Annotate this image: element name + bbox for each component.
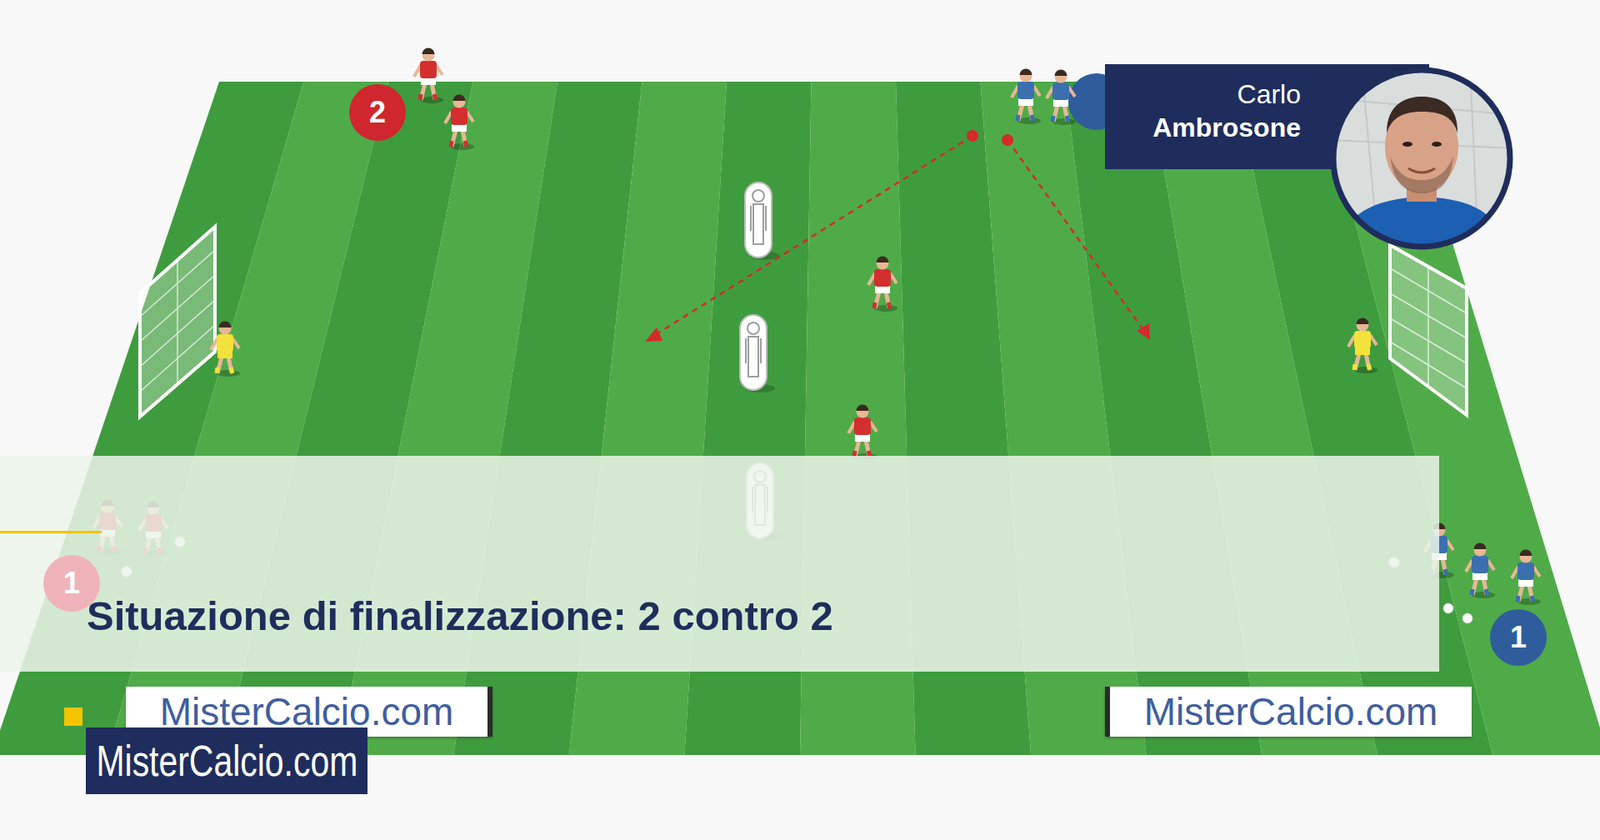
brand-text: MisterCalcio.com — [1144, 689, 1439, 735]
photo-beard — [1390, 156, 1454, 194]
player — [210, 321, 240, 378]
player — [1046, 70, 1076, 125]
callout-number: 1 — [1490, 609, 1547, 666]
banner: MisterCalcio.com — [1105, 686, 1472, 737]
author-last-name: Ambrosone — [1121, 114, 1301, 141]
callout-number: 1 — [43, 555, 100, 612]
player — [1511, 550, 1541, 606]
goal-net — [140, 226, 215, 392]
ball-dot — [1001, 134, 1014, 146]
player — [445, 95, 475, 150]
goal — [140, 226, 215, 417]
player — [1465, 543, 1495, 600]
logo: MisterCalcio.com — [85, 727, 368, 795]
callout-number-text: 2 — [369, 95, 386, 130]
player — [848, 405, 878, 460]
author-photo — [1328, 65, 1515, 252]
brand-text: MisterCalcio.com — [95, 735, 358, 786]
callout-number: 2 — [349, 84, 406, 141]
ball-dot — [966, 130, 979, 142]
ball — [1462, 613, 1473, 624]
author-first-name: Carlo — [1121, 80, 1301, 108]
photo-mouth — [1408, 168, 1435, 173]
photo-hair — [1386, 96, 1458, 134]
title-band — [0, 455, 1440, 672]
mannequin — [745, 182, 780, 260]
accent-square — [64, 707, 83, 726]
player — [1348, 318, 1378, 375]
callout-number-text: 1 — [63, 565, 80, 601]
dashed-arrow — [655, 135, 973, 335]
photo-eye — [1431, 141, 1442, 147]
player — [1011, 69, 1041, 125]
photo-border — [1333, 70, 1510, 247]
title: Situazione di finalizzazione: 2 contro 2 — [86, 591, 834, 641]
arrowhead — [645, 327, 663, 342]
player — [868, 256, 898, 312]
accent-line — [0, 530, 102, 534]
player — [414, 48, 444, 105]
photo-eye — [1402, 141, 1413, 147]
ball — [1443, 603, 1454, 614]
goal — [1390, 245, 1467, 415]
arrowhead — [1136, 323, 1150, 340]
mannequin — [740, 315, 775, 393]
goal-net — [1390, 245, 1467, 389]
callout-number-text: 1 — [1510, 620, 1527, 655]
